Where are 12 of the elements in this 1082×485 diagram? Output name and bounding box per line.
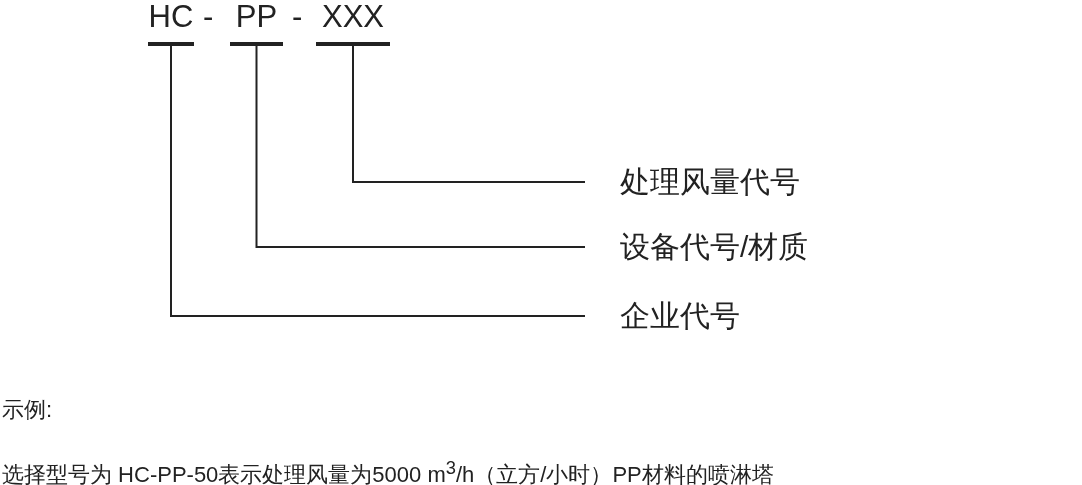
separator-dash: - xyxy=(203,0,214,34)
leader-line xyxy=(170,45,586,317)
code-segment: XXX xyxy=(316,0,390,46)
segment-meaning: 设备代号/材质 xyxy=(585,229,809,265)
example-heading: 示例: xyxy=(2,396,53,424)
segment-meaning: 处理风量代号 xyxy=(585,164,800,200)
leader-line xyxy=(255,45,586,248)
leader-line xyxy=(352,45,586,183)
segment-meaning: 企业代号 xyxy=(585,298,740,334)
separator-dash: - xyxy=(292,0,303,34)
code-segment: PP xyxy=(230,0,283,46)
code-segment: HC xyxy=(148,0,194,46)
